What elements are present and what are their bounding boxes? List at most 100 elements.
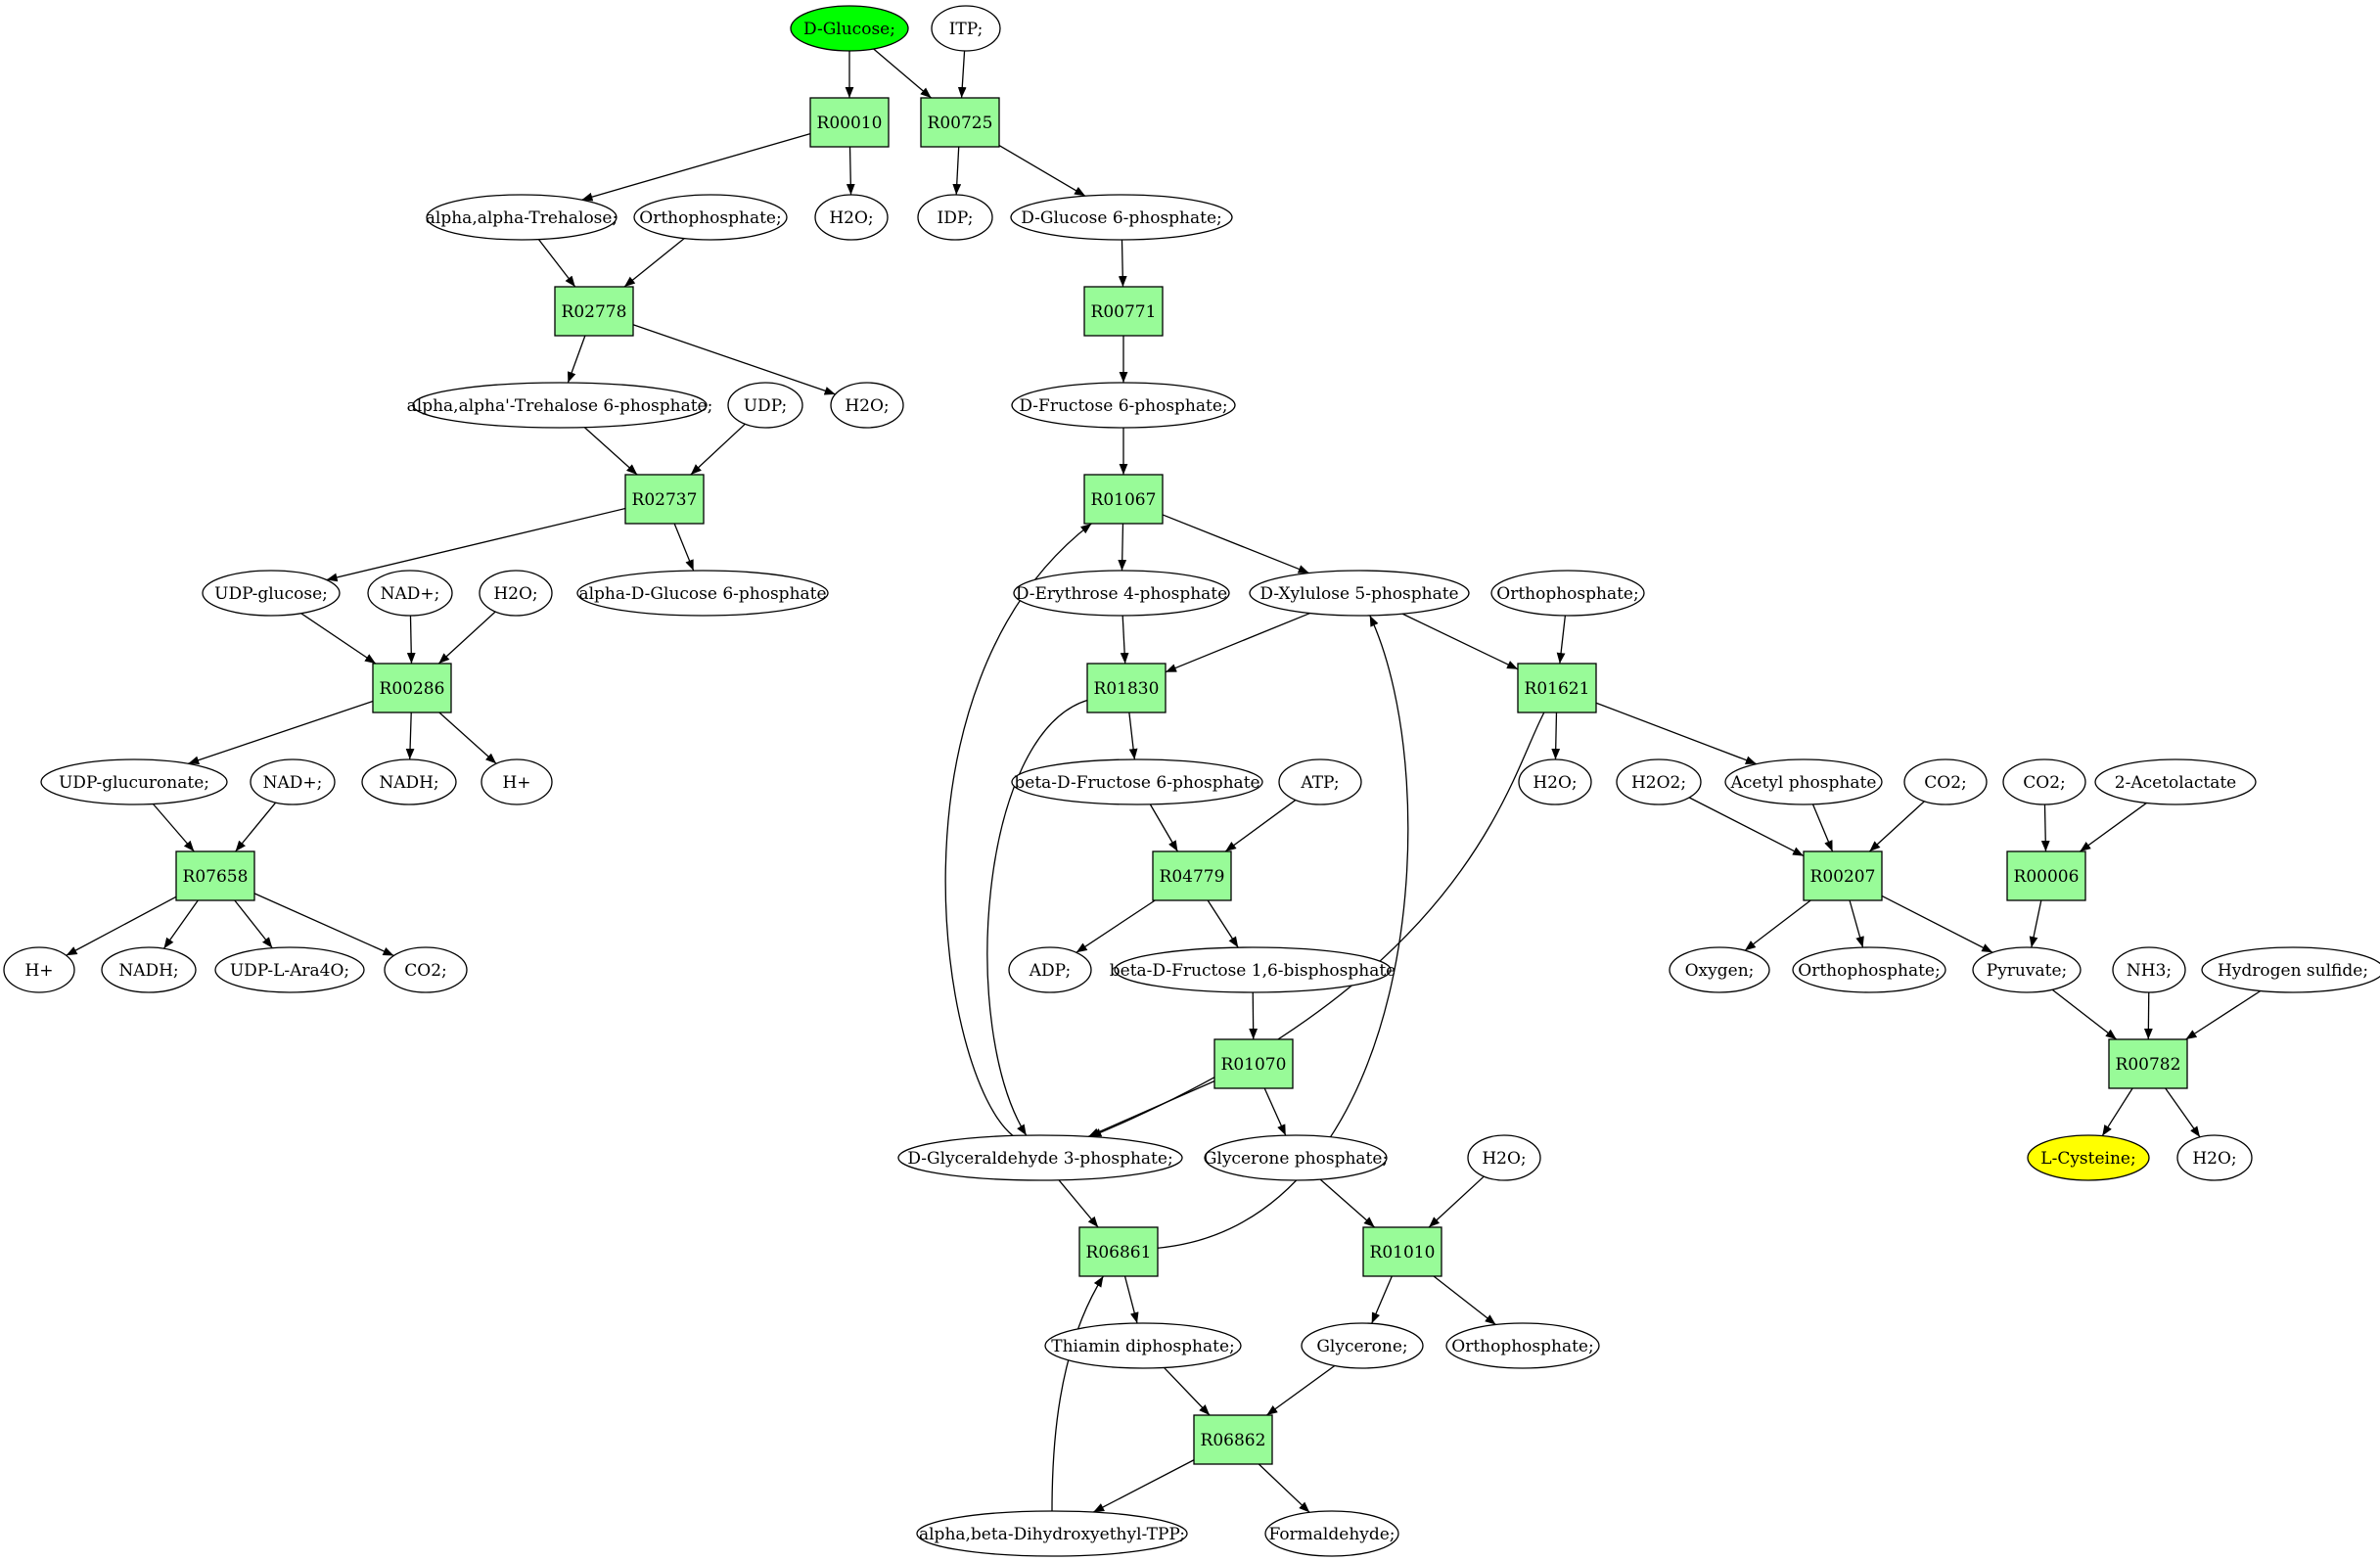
compound-label: UDP-glucose; — [214, 584, 328, 604]
compound-node: CO2; — [2002, 758, 2086, 805]
edge-arrow — [300, 613, 377, 665]
compound-label: NAD+; — [263, 773, 323, 793]
reaction-box — [1086, 663, 1167, 713]
edge-arrow — [1128, 712, 1138, 760]
edge-arrow — [2029, 899, 2042, 948]
edge-arrow — [152, 803, 195, 852]
compound-label: H2O; — [1533, 773, 1577, 793]
edge-arrow — [1118, 523, 1127, 572]
reaction-box — [1362, 1226, 1442, 1277]
edge-arrow — [690, 423, 746, 476]
compound-node: ITP; — [931, 5, 1001, 52]
compound-ellipse — [1518, 758, 1592, 805]
edge-arrow — [162, 899, 199, 949]
compound-label: UDP; — [744, 396, 788, 416]
edge-arrow — [1224, 799, 1297, 852]
compound-label: L-Cysteine; — [2040, 1149, 2135, 1169]
compound-ellipse — [1669, 946, 1770, 993]
compound-node: beta-D-Fructose 6-phosphate — [1011, 758, 1263, 805]
edge-arrow — [405, 712, 415, 760]
compound-label: beta-D-Fructose 6-phosphate — [1014, 773, 1259, 793]
edge-arrow — [1162, 514, 1309, 574]
edge-arrow — [1076, 899, 1156, 953]
edge-arrow — [406, 615, 416, 665]
compound-node: IDP; — [917, 194, 993, 241]
compound-ellipse — [727, 382, 803, 429]
reaction-box — [1213, 1038, 1294, 1089]
edges-layer — [66, 48, 2262, 1513]
compound-ellipse — [2201, 946, 2380, 993]
compound-label: Acetyl phosphate — [1730, 773, 1877, 793]
compound-node: ATP; — [1278, 758, 1362, 805]
compound-ellipse — [1013, 570, 1230, 617]
compound-ellipse — [214, 946, 365, 993]
compound-ellipse — [361, 758, 457, 805]
edge-arrow — [2143, 991, 2153, 1040]
compound-label: CO2; — [1924, 773, 1967, 793]
compound-label: H2O2; — [1631, 773, 1686, 793]
edge-arrow — [1433, 1275, 1496, 1325]
compound-ellipse — [1008, 946, 1092, 993]
reaction-node: R01067 — [1083, 474, 1164, 525]
compound-label: Orthophosphate; — [639, 208, 781, 228]
compound-node: D-Glucose 6-phosphate; — [1010, 194, 1233, 241]
compound-ellipse — [1724, 758, 1883, 805]
compound-node: alpha,beta-Dihydroxyethyl-TPP; — [916, 1510, 1188, 1557]
edge-arrow — [1165, 612, 1310, 673]
compound-ellipse — [479, 570, 553, 617]
reaction-box — [1152, 850, 1232, 901]
compound-label: Glycerone phosphate; — [1204, 1149, 1388, 1169]
compound-node: NADH; — [361, 758, 457, 805]
compound-node: UDP-glucose; — [202, 570, 341, 617]
compound-label: NAD+; — [381, 584, 440, 604]
edge-arrow — [2185, 989, 2262, 1040]
compound-node: UDP; — [727, 382, 803, 429]
compound-label: ITP; — [949, 20, 984, 39]
reaction-label: R06861 — [1086, 1243, 1152, 1263]
compound-node: 2-Acetolactate — [2094, 758, 2257, 805]
reaction-box — [372, 663, 452, 713]
compound-node: Orthophosphate; — [1792, 946, 1946, 993]
edge-arrow — [2079, 802, 2147, 852]
compound-label: ADP; — [1029, 961, 1071, 981]
reaction-box — [1083, 286, 1164, 337]
compound-ellipse — [1011, 758, 1263, 805]
edge-arrow — [1849, 899, 1864, 948]
edge-arrow — [1811, 803, 1834, 852]
edge-arrow — [1157, 615, 1409, 1249]
compound-label: D-Glucose; — [803, 20, 895, 39]
reaction-label: R07658 — [183, 867, 249, 887]
edge-arrow — [581, 132, 811, 202]
compound-ellipse — [412, 382, 708, 429]
compound-node: H+ — [481, 758, 553, 805]
compound-ellipse — [917, 194, 993, 241]
edge-arrow — [986, 699, 1088, 1136]
compound-node: CO2; — [384, 946, 468, 993]
compound-node: alpha,alpha-Trehalose; — [426, 194, 618, 241]
reaction-box — [1803, 850, 1883, 901]
reaction-label: R04779 — [1160, 867, 1225, 887]
reaction-label: R06862 — [1201, 1431, 1266, 1450]
compound-ellipse — [2094, 758, 2257, 805]
compound-node: Hydrogen sulfide; — [2201, 946, 2380, 993]
reaction-label: R00006 — [2014, 867, 2080, 887]
compound-label: H2O; — [829, 208, 873, 228]
reaction-box — [554, 286, 634, 337]
compound-ellipse — [1616, 758, 1702, 805]
compound-ellipse — [1903, 758, 1988, 805]
reaction-node: R00782 — [2108, 1038, 2188, 1089]
edge-arrow — [2165, 1087, 2201, 1138]
compound-label: H+ — [502, 773, 530, 793]
edge-arrow — [952, 146, 962, 196]
reaction-label: R00010 — [817, 114, 883, 133]
compound-node: CO2; — [1903, 758, 1988, 805]
compound-node: H2O2; — [1616, 758, 1702, 805]
edge-arrow — [1258, 1463, 1310, 1513]
edge-arrow — [632, 324, 836, 395]
compound-label: D-Erythrose 4-phosphate — [1016, 584, 1227, 604]
compound-node: NADH; — [101, 946, 197, 993]
edge-arrow — [1207, 899, 1239, 948]
reaction-box — [1517, 663, 1597, 713]
compound-node: D-Xylulose 5-phosphate — [1249, 570, 1470, 617]
